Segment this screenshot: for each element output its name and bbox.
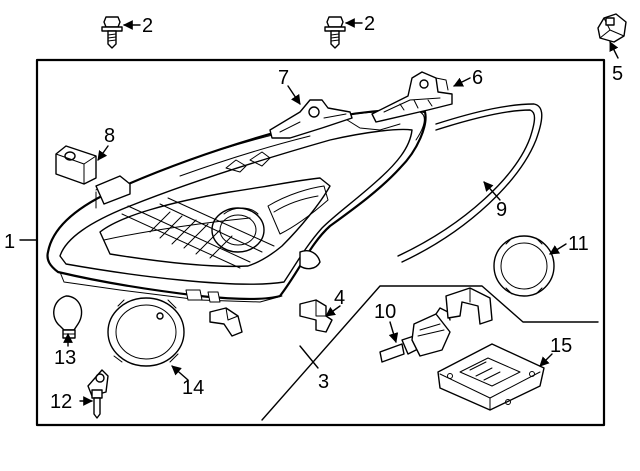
callout-1: 1 [4, 231, 15, 253]
seal-strip-part-9 [397, 103, 543, 263]
connector-part-8 [55, 145, 97, 185]
bulb-part-13 [53, 295, 83, 339]
callout-9: 9 [496, 199, 507, 221]
callout-13: 13 [54, 347, 76, 369]
hid-bulb-part-10 [379, 307, 451, 363]
callout-6: 6 [472, 67, 483, 89]
bolt-part-2a [101, 16, 123, 49]
callout-8: 8 [104, 125, 115, 147]
callout-15: 15 [550, 335, 572, 357]
callout-10: 10 [374, 301, 396, 323]
assembly-frame [35, 58, 606, 427]
ballast-mount-bracket [445, 287, 493, 325]
callout-5: 5 [612, 63, 623, 85]
bolt-part-2b [324, 16, 346, 49]
ballast-part-15 [437, 343, 545, 411]
leader-lines [19, 18, 619, 406]
retainer-clip [209, 307, 243, 337]
callout-2b: 2 [364, 13, 375, 35]
clip-part-5 [597, 13, 627, 43]
callout-7: 7 [278, 67, 289, 89]
callout-3: 3 [318, 371, 329, 393]
mounting-bracket-part-7 [269, 99, 353, 139]
callout-11: 11 [568, 233, 589, 255]
callout-numbers: 2 2 5 7 6 8 1 9 11 4 10 3 15 13 14 12 [4, 13, 623, 413]
clip-part-4 [299, 299, 333, 333]
callout-2a: 2 [142, 15, 153, 37]
mounting-bracket-part-6 [371, 71, 453, 123]
dust-cap-part-11 [493, 235, 555, 297]
headlamp-housing [46, 108, 427, 303]
bulb-part-12 [87, 369, 109, 419]
subassembly-boundary [261, 285, 599, 421]
cover-part-14 [107, 297, 185, 367]
callout-12: 12 [50, 391, 72, 413]
callout-4: 4 [334, 287, 345, 309]
callout-14: 14 [182, 377, 204, 399]
